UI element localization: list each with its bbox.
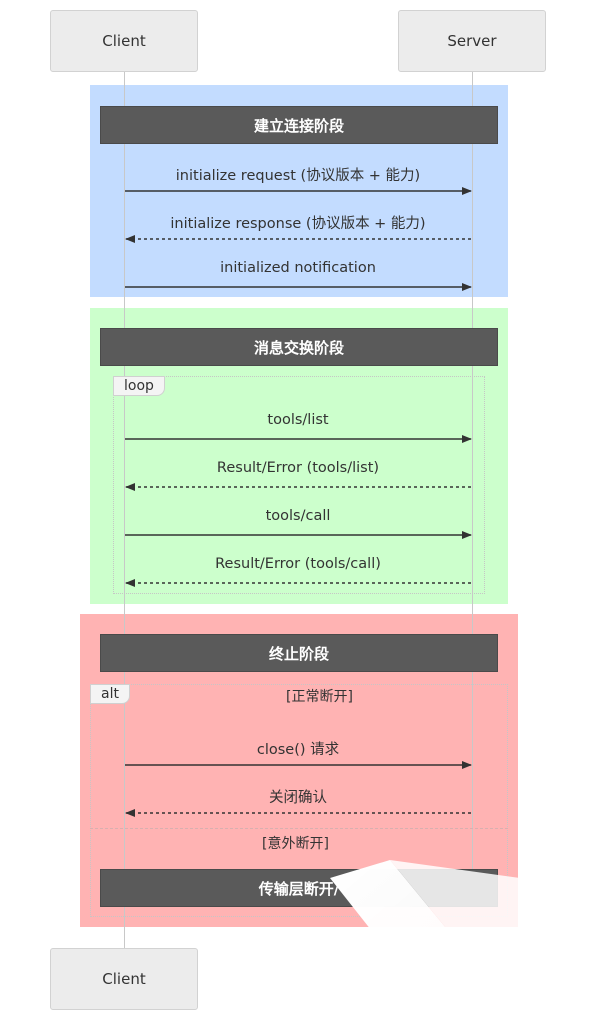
phase-connect-title: 建立连接阶段 xyxy=(253,116,344,135)
transport-disconnect-label: 传输层断开/ xyxy=(258,879,340,898)
phase-connect-note: 建立连接阶段 xyxy=(100,106,498,144)
alt-frame: alt xyxy=(90,684,508,917)
actor-server-top: Server xyxy=(398,10,546,72)
phase-terminate-title: 终止阶段 xyxy=(268,644,329,663)
alt-frame-tab: alt xyxy=(90,684,130,704)
loop-frame: loop xyxy=(113,376,485,594)
phase-exchange-note: 消息交换阶段 xyxy=(100,328,498,366)
phase-terminate-note: 终止阶段 xyxy=(100,634,498,672)
message-label: close() 请求 xyxy=(256,742,340,758)
client-lifeline xyxy=(124,72,125,948)
message-label: 关闭确认 xyxy=(269,790,327,806)
message-label: initialize request (协议版本 + 能力) xyxy=(175,168,421,184)
alt-condition-normal: [正常断开] xyxy=(286,689,353,705)
alt-label: alt xyxy=(101,686,119,702)
message-label: Result/Error (tools/call) xyxy=(215,556,381,572)
actor-client-label: Client xyxy=(102,970,146,988)
loop-frame-tab: loop xyxy=(113,376,165,396)
phase-exchange-title: 消息交换阶段 xyxy=(253,338,344,357)
message-label: initialized notification xyxy=(220,260,376,276)
message-label: initialize response (协议版本 + 能力) xyxy=(170,216,426,232)
message-label: tools/list xyxy=(267,412,329,428)
actor-client-label: Client xyxy=(102,32,146,50)
actor-server-label: Server xyxy=(447,32,497,50)
alt-condition-unexpected: [意外断开] xyxy=(262,836,329,852)
loop-label: loop xyxy=(124,378,154,394)
actor-client-bottom: Client xyxy=(50,948,198,1010)
alt-divider xyxy=(90,828,508,829)
message-label: tools/call xyxy=(265,508,331,524)
server-lifeline xyxy=(472,72,473,872)
message-label: Result/Error (tools/list) xyxy=(216,460,380,476)
actor-client-top: Client xyxy=(50,10,198,72)
